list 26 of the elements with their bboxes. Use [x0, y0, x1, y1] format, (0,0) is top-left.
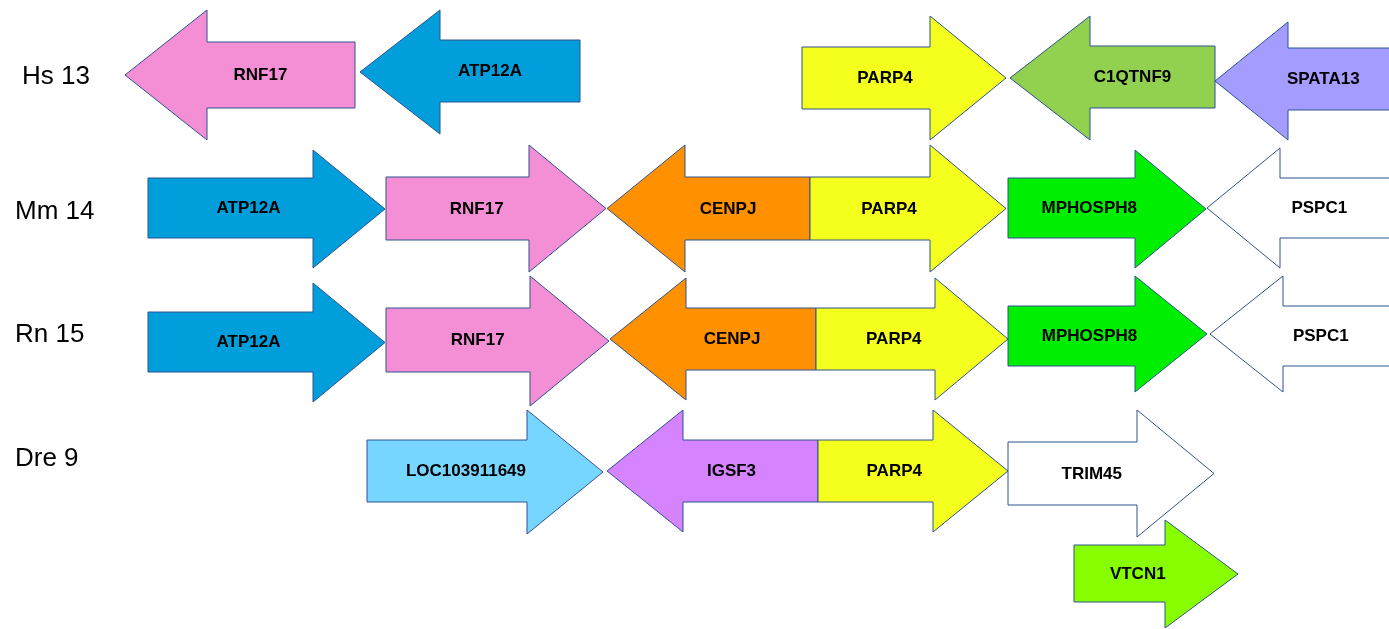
gene-name: LOC103911649: [406, 461, 526, 481]
gene-name: CENPJ: [703, 329, 761, 349]
gene-name: PARP4: [857, 68, 913, 88]
gene-name: TRIM45: [1061, 463, 1122, 484]
gene-name: CENPJ: [699, 198, 757, 219]
chromosome-label: Dre 9: [15, 442, 79, 473]
gene-name: PSPC1: [1292, 326, 1349, 346]
gene-name: PARP4: [866, 329, 922, 349]
gene-name: SPATA13: [1286, 69, 1360, 89]
gene-name: VTCN1: [1109, 563, 1166, 584]
gene-name: ATP12A: [458, 61, 522, 81]
gene-name: RNF17: [233, 65, 288, 85]
chromosome-label: Rn 15: [15, 318, 85, 349]
gene-name: PARP4: [861, 198, 917, 219]
gene-name: ATP12A: [216, 332, 281, 352]
gene-name: PARP4: [866, 461, 922, 481]
gene-name: PSPC1: [1291, 198, 1348, 218]
gene-name: RNF17: [450, 330, 505, 350]
gene-name: MPHOSPH8: [1041, 326, 1138, 346]
chromosome-label: Hs 13: [22, 60, 90, 91]
gene-name: MPHOSPH8: [1041, 198, 1137, 218]
chromosome-label: Mm 14: [15, 195, 95, 226]
gene-name: IGSF3: [706, 461, 757, 481]
gene-name: RNF17: [449, 198, 504, 219]
gene-name: ATP12A: [216, 198, 281, 218]
gene-name: C1QTNF9: [1093, 67, 1172, 87]
